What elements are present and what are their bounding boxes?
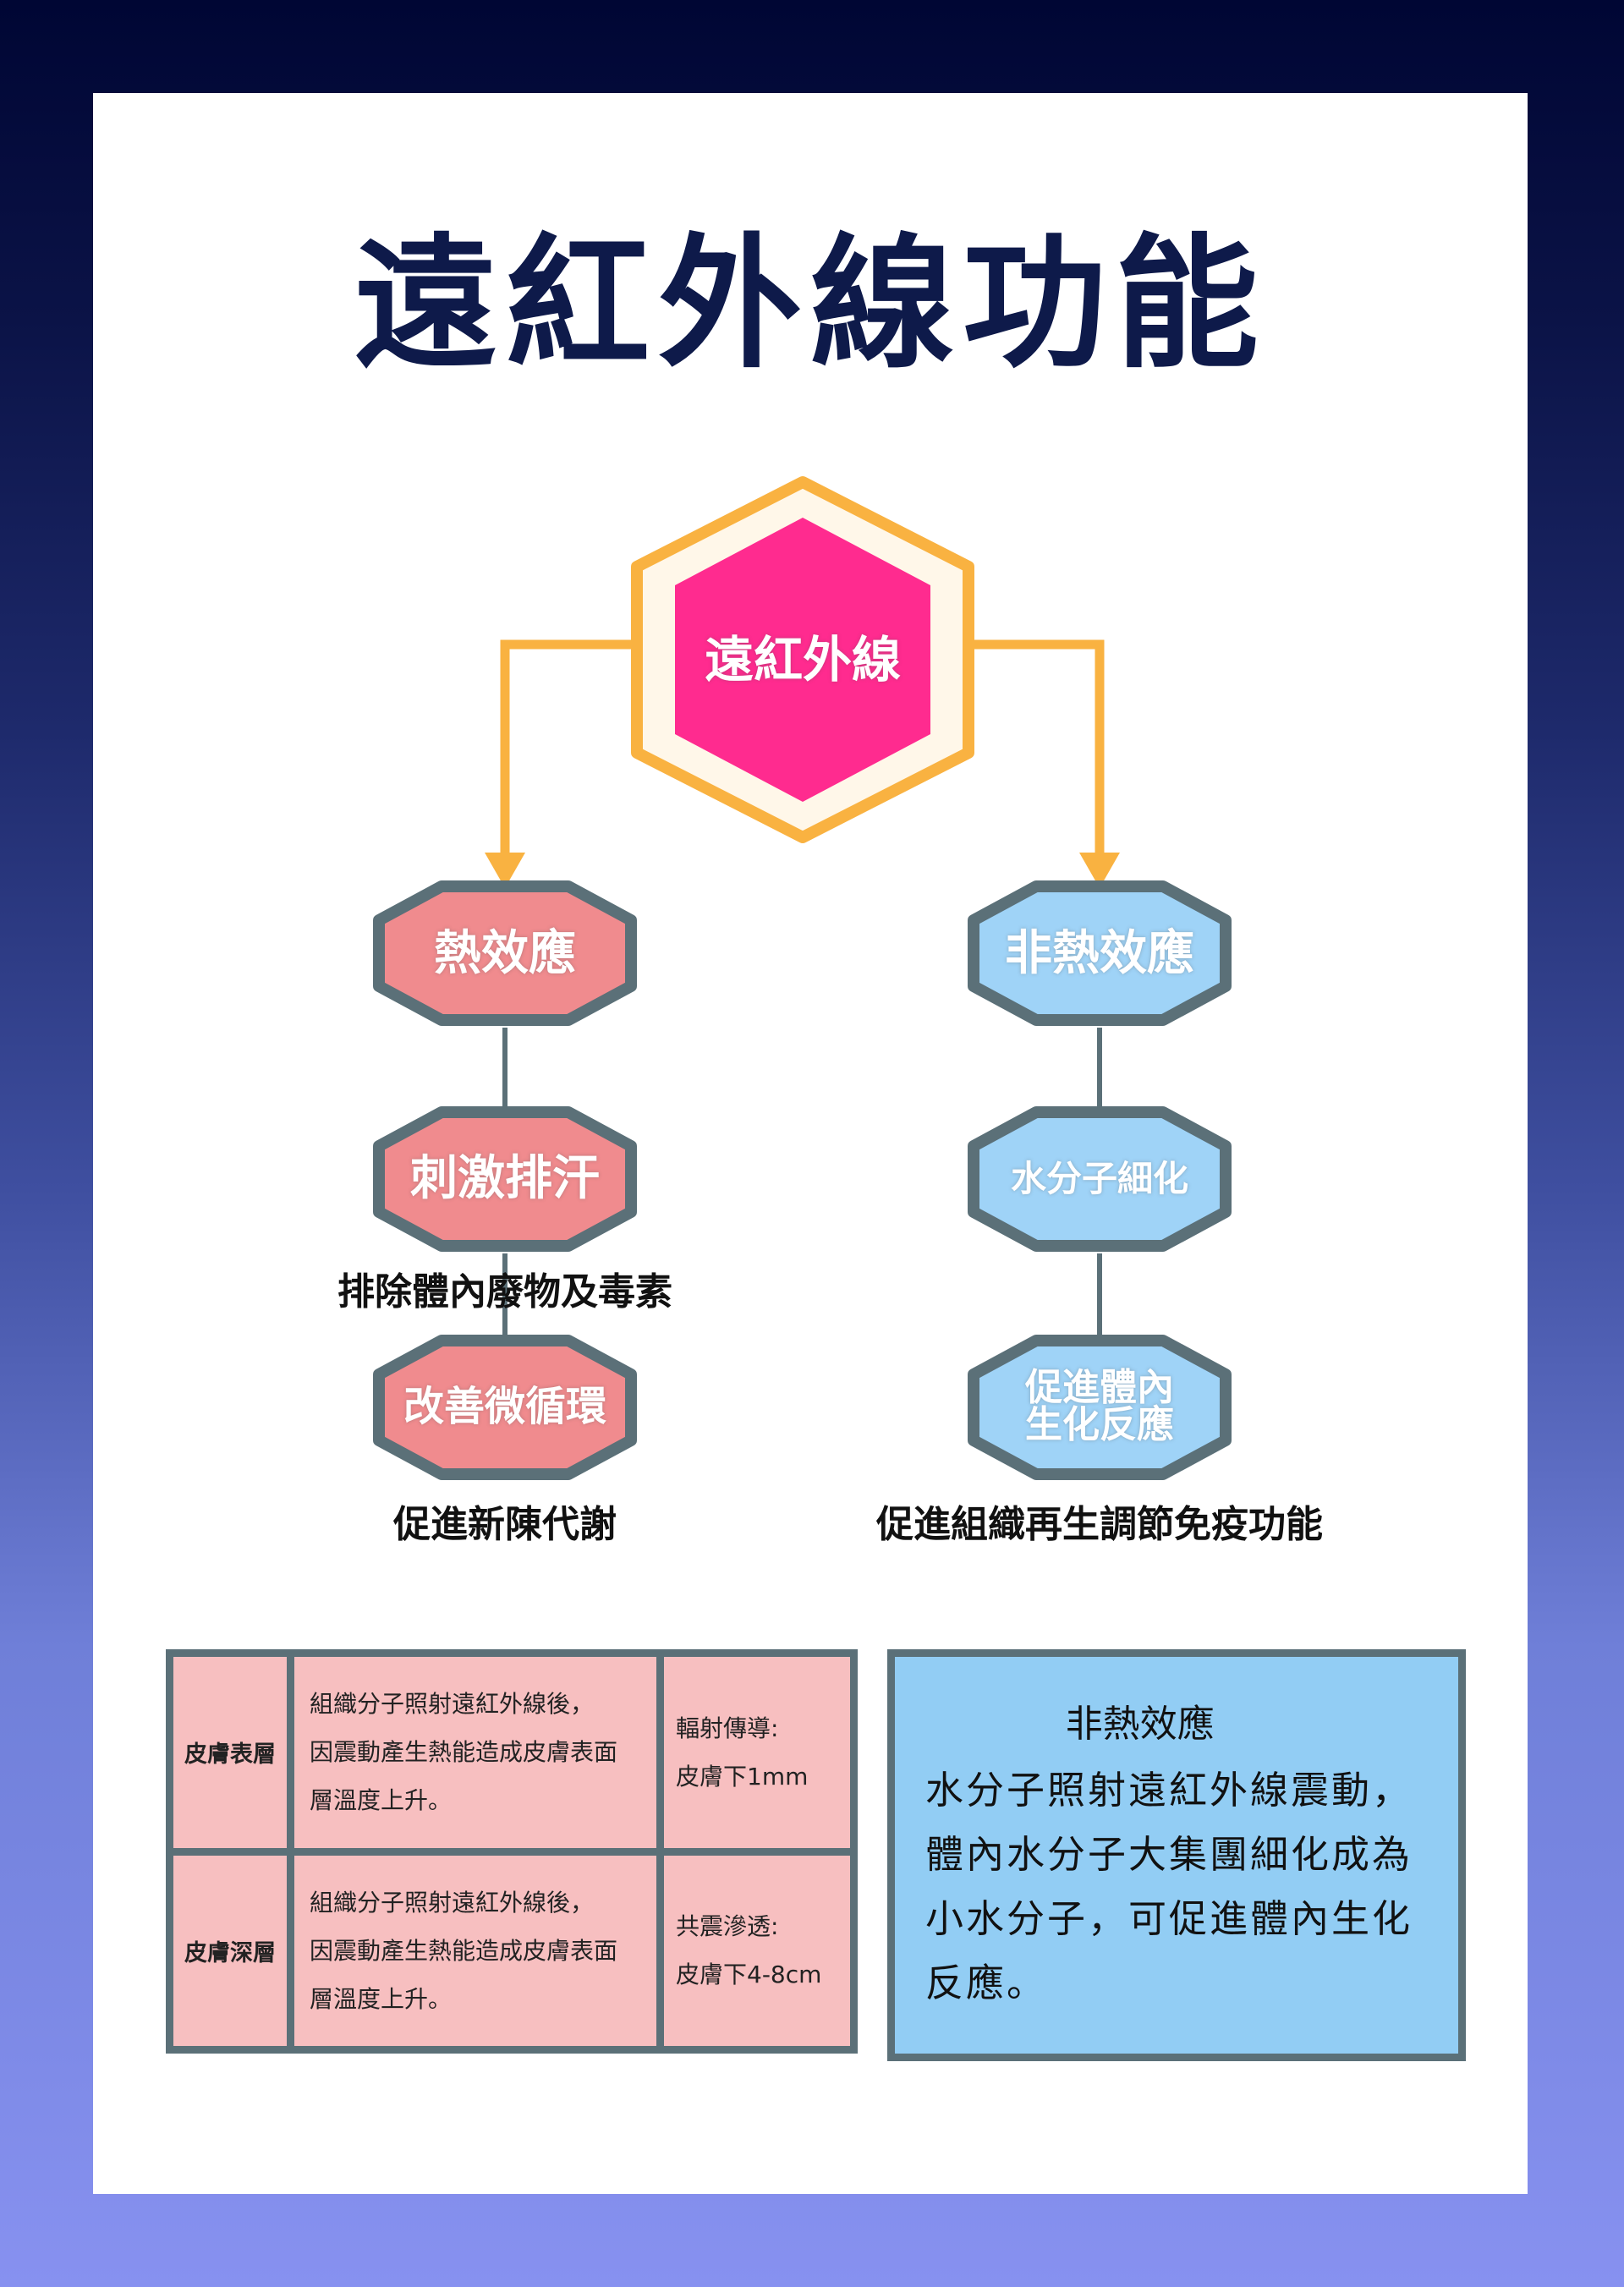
info-line: 體內水分子大集團細化成為 [925,1832,1413,1877]
right-arrow-line [968,639,1105,858]
hex-biochemical-reaction [968,1335,1232,1480]
left-caption: 促進新陳代謝 [393,1503,617,1546]
info-line: 小水分子，可促進體內生化 [925,1896,1413,1941]
mode-text: 共震滲透: [676,1912,779,1941]
desc-line: 組織分子照射遠紅外線後， [310,1690,595,1719]
left-arrow-head [485,853,525,888]
desc-cell: 組織分子照射遠紅外線後， 因震動產生熱能造成皮膚表面 層溫度上升。 [287,1847,664,2054]
node-label-sweat: 刺激排汗 [410,1151,600,1206]
center-hexagon [675,518,930,802]
center-label: 遠紅外線 [704,631,901,688]
info-text: 水分子照射遠紅外線震動， 體內水分子大集團細化成為 小水分子，可促進體內生化 反… [925,1758,1441,2016]
info-line: 反應。 [925,1961,1048,2005]
node-label-water: 水分子細化 [1010,1158,1188,1199]
left-note: 排除體內廢物及毒素 [337,1270,672,1314]
info-line: 水分子照射遠紅外線震動， [925,1768,1413,1813]
flow-diagram [373,476,1232,1480]
layer-cell: 皮膚深層 [166,1847,294,2054]
node-label-thermal: 熱效應 [434,926,576,981]
table-row: 皮膚表層 組織分子照射遠紅外線後， 因震動產生熱能造成皮膚表面 層溫度上升。 輻… [166,1649,858,1856]
page-title: 遠紅外線功能 [353,221,1267,388]
left-arrow-line [500,639,637,858]
right-caption: 促進組織再生調節免疫功能 [876,1503,1323,1546]
depth-text: 皮膚下1mm [676,1762,809,1791]
desc-line: 層溫度上升。 [310,1786,453,1815]
depth-cell: 輻射傳導: 皮膚下1mm [656,1649,858,1856]
desc-line: 層溫度上升。 [310,1984,453,2013]
depth-text: 皮膚下4-8cm [676,1961,822,1989]
node-label-non-thermal: 非熱效應 [1005,926,1194,981]
desc-line: 組織分子照射遠紅外線後， [310,1888,595,1917]
right-arrow-head [1079,853,1120,888]
non-thermal-info-box: 非熱效應 水分子照射遠紅外線震動， 體內水分子大集團細化成為 小水分子，可促進體… [887,1649,1466,2061]
hex-stimulate-sweat [373,1106,637,1252]
desc-line: 因震動產生熱能造成皮膚表面 [310,1936,618,1965]
table-row: 皮膚深層 組織分子照射遠紅外線後， 因震動產生熱能造成皮膚表面 層溫度上升。 共… [166,1847,858,2054]
hex-microcirculation [373,1335,637,1480]
hex-water-molecule [968,1106,1232,1252]
hex-non-thermal-effect [968,880,1232,1026]
desc-line: 因震動產生熱能造成皮膚表面 [310,1738,618,1767]
info-heading: 非熱效應 [1065,1703,1215,1746]
desc-cell: 組織分子照射遠紅外線後， 因震動產生熱能造成皮膚表面 層溫度上升。 [287,1649,664,1856]
node-label-biochem-2: 生化反應 [1025,1403,1174,1446]
hex-thermal-effect [373,880,637,1026]
layer-cell: 皮膚表層 [166,1649,294,1856]
skin-depth-table: 皮膚表層 組織分子照射遠紅外線後， 因震動產生熱能造成皮膚表面 層溫度上升。 輻… [166,1649,858,2054]
poster-card: 遠紅外線功能 遠紅外線 熱效應 刺激排汗 改善微循環 非熱效應 水分子細化 促進… [93,93,1528,2194]
node-label-microcirculation: 改善微循環 [403,1383,606,1430]
node-label-biochem-1: 促進體內 [1025,1366,1174,1409]
depth-cell: 共震滲透: 皮膚下4-8cm [656,1847,858,2054]
mode-text: 輻射傳導: [676,1714,779,1742]
